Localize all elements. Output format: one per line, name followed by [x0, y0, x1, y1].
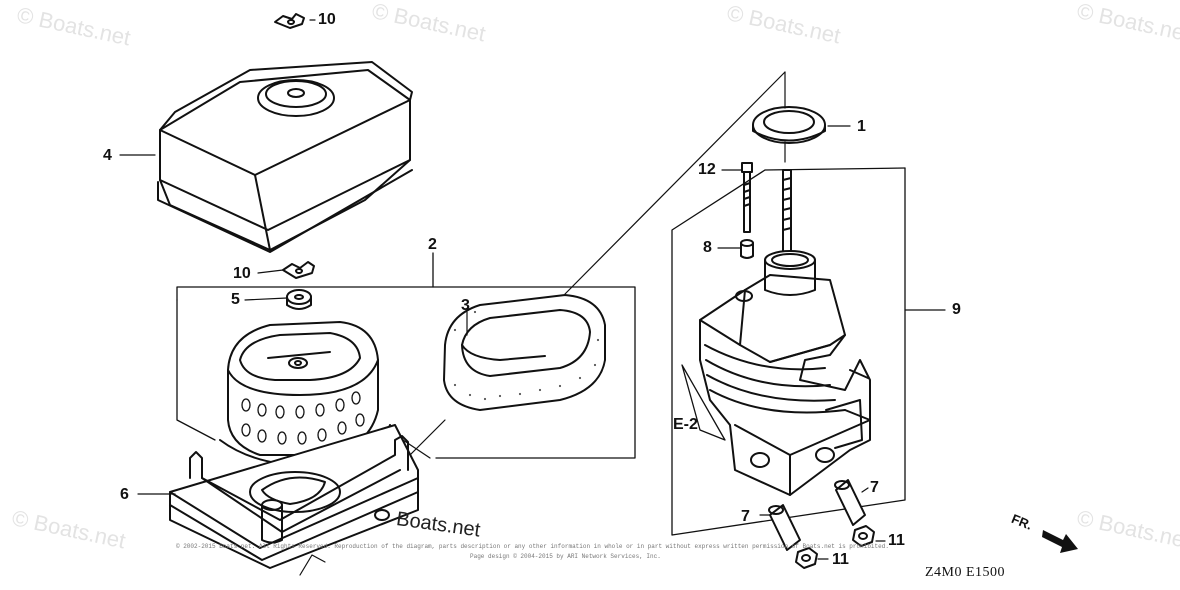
callout-9: 9 [952, 301, 961, 318]
callout-12: 12 [698, 161, 716, 178]
nut-right [852, 525, 875, 547]
callout-8: 8 [703, 239, 712, 256]
sleeve-left [768, 504, 801, 551]
spacer-collar [740, 239, 754, 259]
callout-11-left: 11 [832, 551, 849, 568]
callout-1: 1 [857, 118, 866, 135]
stud [782, 169, 792, 256]
callout-5: 5 [231, 291, 240, 308]
callout-11-right: 11 [888, 532, 905, 549]
callout-6: 6 [120, 486, 129, 503]
paper-filter-element [219, 321, 391, 467]
callout-10-top: 10 [318, 11, 336, 28]
air-cleaner-cover [157, 61, 413, 253]
wing-nut-top [274, 13, 305, 29]
gasket [752, 106, 826, 144]
callout-4: 4 [103, 147, 112, 164]
callout-7-right: 7 [870, 479, 879, 496]
copyright-line-1: © 2002-2015 Boats.net. All Rights Reserv… [176, 543, 889, 550]
callout-e2: E-2 [673, 416, 698, 433]
nut-left [795, 547, 818, 569]
foam-element [443, 294, 606, 411]
wing-nut-lower [282, 261, 315, 279]
front-direction-arrow [1042, 530, 1078, 553]
bolt [741, 162, 753, 233]
copyright-line-2: Page design © 2004-2015 by ARI Network S… [470, 553, 661, 560]
callout-2: 2 [428, 236, 437, 253]
callout-7-left: 7 [741, 508, 750, 525]
sleeve-right [834, 479, 866, 526]
collar [286, 289, 312, 310]
air-cleaner-case [169, 424, 419, 576]
diagram-code: Z4M0 E1500 [925, 565, 1006, 580]
air-intake-elbow [699, 250, 871, 496]
callout-10-lower: 10 [233, 265, 251, 282]
callout-3: 3 [461, 297, 470, 314]
